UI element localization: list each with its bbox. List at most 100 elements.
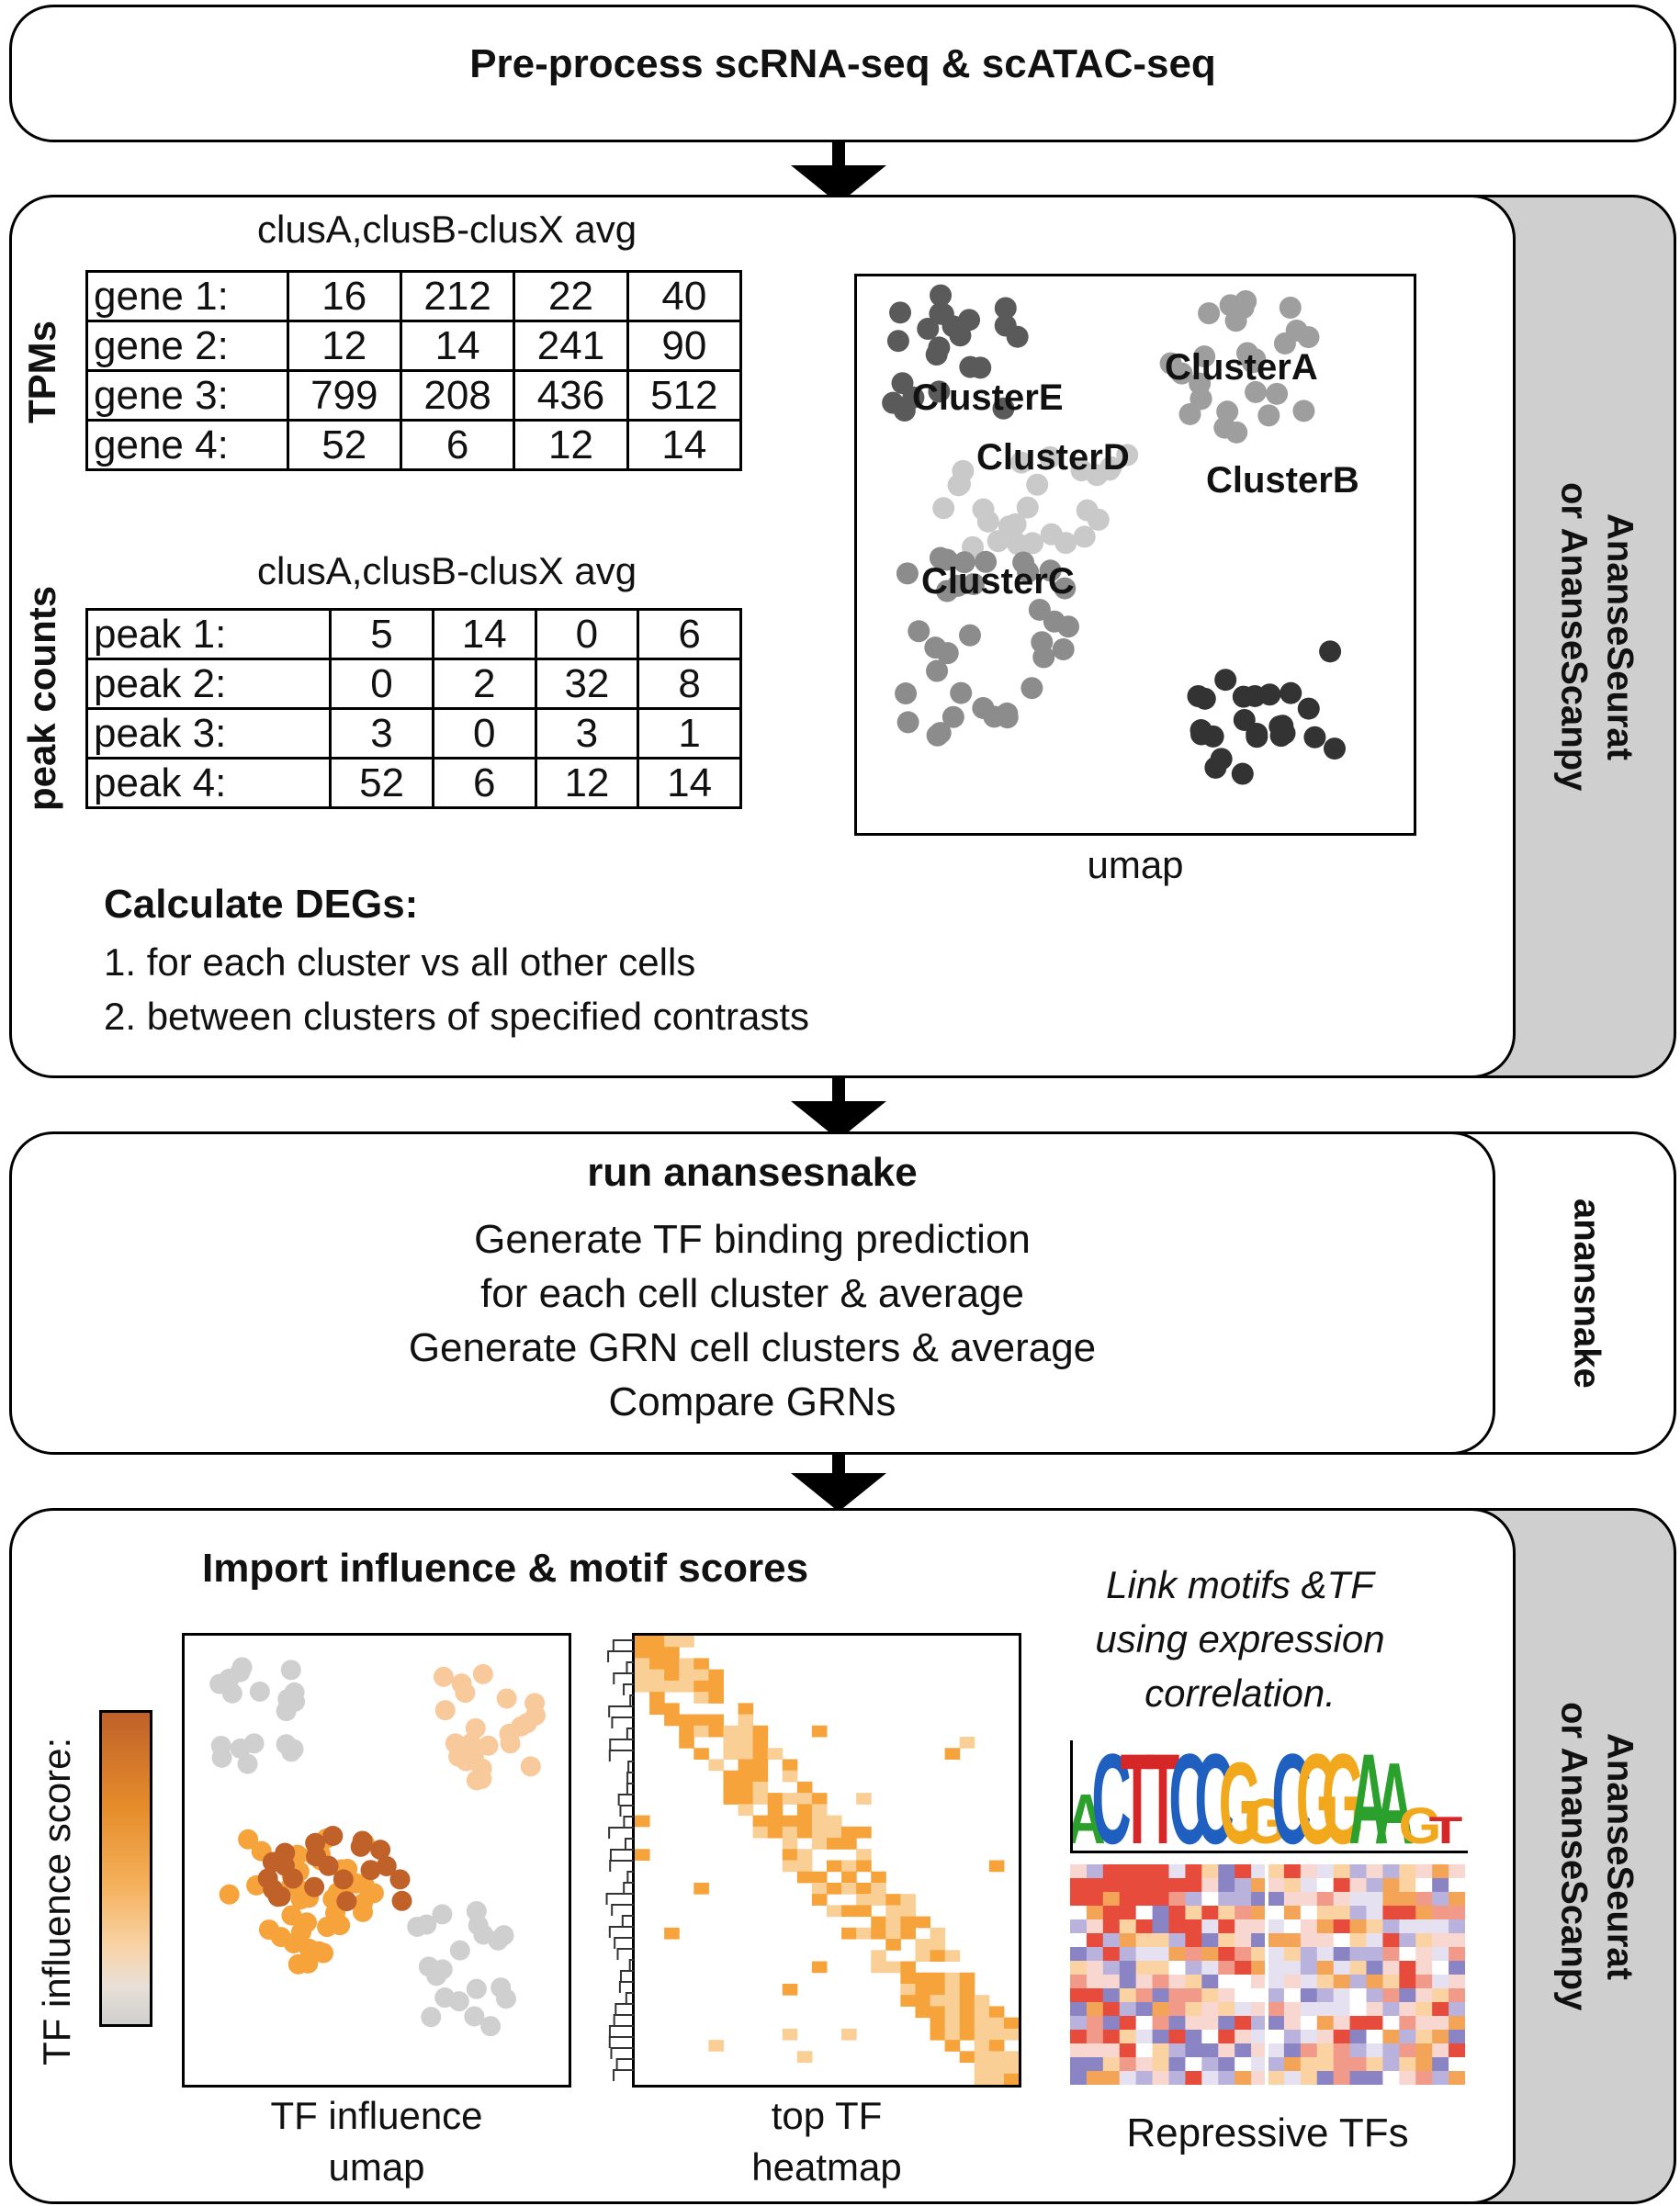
repressive-heatmap-cell	[1382, 1864, 1400, 1879]
peaks-row-label: peak 1:	[85, 608, 333, 660]
heatmap-cell	[1003, 2017, 1020, 2030]
heatmap-cell	[767, 1815, 784, 1828]
repressive-heatmap-cell	[1168, 2002, 1186, 2017]
influence-point	[473, 1924, 494, 1945]
influence-point	[318, 1855, 339, 1876]
influence-point	[421, 2007, 442, 2028]
influence-point	[391, 1890, 412, 1911]
heatmap-cell	[649, 1680, 665, 1693]
heatmap-cell	[959, 2051, 975, 2064]
heatmap-cell	[974, 2006, 990, 2019]
repressive-heatmap-cell	[1316, 1919, 1335, 1934]
repressive-heatmap-cell	[1382, 1947, 1400, 1962]
repressive-heatmap-cell	[1432, 1892, 1449, 1907]
repressive-heatmap-cell	[1268, 1864, 1285, 1879]
repressive-heatmap-cell	[1201, 1878, 1219, 1893]
repressive-heatmap-cell	[1399, 1878, 1416, 1893]
influence-point	[278, 1691, 299, 1712]
umap-point	[1039, 445, 1062, 468]
umap-point	[958, 624, 981, 647]
heatmap-cell	[930, 1927, 946, 1940]
umap-point	[1224, 310, 1247, 332]
repressive-heatmap-cell	[1333, 1864, 1351, 1879]
umap-point	[1216, 400, 1239, 423]
repressive-heatmap-cell	[1235, 2030, 1252, 2044]
influence-point	[466, 1901, 487, 1922]
repressive-heatmap-cell	[1382, 2043, 1400, 2058]
repressive-heatmap-cell	[1135, 1947, 1154, 1962]
repressive-heatmap-cell	[1070, 1975, 1088, 1989]
repressive-heatmap-cell	[1349, 2071, 1367, 2085]
repressive-heatmap-cell	[1119, 1919, 1137, 1934]
heatmap-cell	[811, 1882, 828, 1895]
repressive-heatmap-cell	[1349, 1975, 1367, 1989]
repressive-heatmap-cell	[1449, 1933, 1465, 1948]
repressive-heatmap-cell	[1218, 2043, 1235, 2058]
repressive-heatmap-cell	[1070, 1988, 1088, 2003]
repressive-heatmap-cell	[1102, 1975, 1121, 1989]
repressive-heatmap-cell	[1333, 2016, 1351, 2031]
dendrogram-branch	[608, 1926, 634, 1938]
dendrogram-branch	[612, 1639, 634, 1651]
heatmap-cell	[649, 1636, 665, 1648]
repressive-heatmap-cell	[1218, 2002, 1235, 2017]
umap-point	[917, 318, 940, 341]
heatmap-cell	[664, 1636, 680, 1648]
repressive-heatmap-cell	[1283, 2043, 1302, 2058]
cluster-label: ClusterD	[976, 437, 1130, 478]
heatmap-cell	[856, 1849, 872, 1861]
heatmap-cell	[752, 1826, 769, 1839]
heatmap-cell	[782, 1838, 798, 1850]
repressive-heatmap-cell	[1135, 1975, 1154, 1989]
repressive-heatmap-cell	[1366, 2016, 1383, 2031]
influence-point	[493, 1925, 514, 1946]
heatmap-cell	[679, 1725, 694, 1738]
heatmap-cell	[988, 2062, 1005, 2075]
tpm-cell: 12	[286, 320, 402, 372]
dendrogram-branch	[613, 1672, 634, 1684]
repressive-heatmap-cell	[1382, 2002, 1400, 2017]
heatmap-cell	[974, 2040, 990, 2052]
dendrogram-branch	[627, 1761, 634, 1773]
peaks-cell: 32	[534, 658, 640, 710]
repressive-heatmap-cell	[1382, 1933, 1400, 1948]
repressive-heatmap-cell	[1168, 1975, 1186, 1989]
umap-point	[1231, 762, 1254, 785]
dendrogram-branch	[616, 1948, 634, 1960]
motif-logo: ACTTCCGGCGGAAGT	[1066, 1728, 1468, 1871]
umap-point	[1187, 685, 1210, 708]
repressive-heatmap-cell	[1251, 1864, 1268, 1879]
repressive-heatmap-cell	[1268, 1906, 1285, 1920]
umap-point	[930, 284, 953, 307]
dendrogram-branch	[605, 1893, 634, 1905]
repressive-heatmap-cell	[1432, 1975, 1449, 1989]
peaks-cell: 6	[431, 757, 537, 809]
cluster-label: ClusterE	[912, 377, 1064, 418]
heatmap-cell	[944, 1748, 961, 1760]
cluster-label: ClusterA	[1165, 347, 1318, 388]
repressive-heatmap-cell	[1316, 1878, 1335, 1893]
dendrogram-branch	[619, 1970, 634, 1982]
heatmap-cell	[988, 2051, 1005, 2064]
heatmap-cell	[856, 1793, 872, 1805]
repressive-heatmap-cell	[1168, 2043, 1186, 2058]
influence-point	[353, 1901, 374, 1922]
influence-point	[418, 1956, 439, 1977]
influence-point	[249, 1681, 270, 1702]
repressive-heatmap-cell	[1300, 1961, 1318, 1975]
umap-point	[963, 572, 986, 595]
repressive-heatmap-cell	[1201, 2030, 1219, 2044]
repressive-heatmap-cell	[1235, 1892, 1252, 1907]
repressive-heatmap-cell	[1086, 2016, 1104, 2031]
dendrogram-branch	[609, 1849, 634, 1861]
umap-point	[1303, 726, 1326, 748]
influence-point	[448, 1991, 469, 2012]
repressive-heatmap-cell	[1415, 2043, 1433, 2058]
heatmap-cell	[841, 1882, 857, 1895]
tpm-row-label: gene 4:	[85, 419, 289, 471]
repressive-heatmap-cell	[1251, 1947, 1268, 1962]
dendrogram-branch	[626, 1772, 634, 1784]
heatmap-cell	[738, 1748, 754, 1760]
cluster-label: ClusterB	[1206, 460, 1359, 501]
